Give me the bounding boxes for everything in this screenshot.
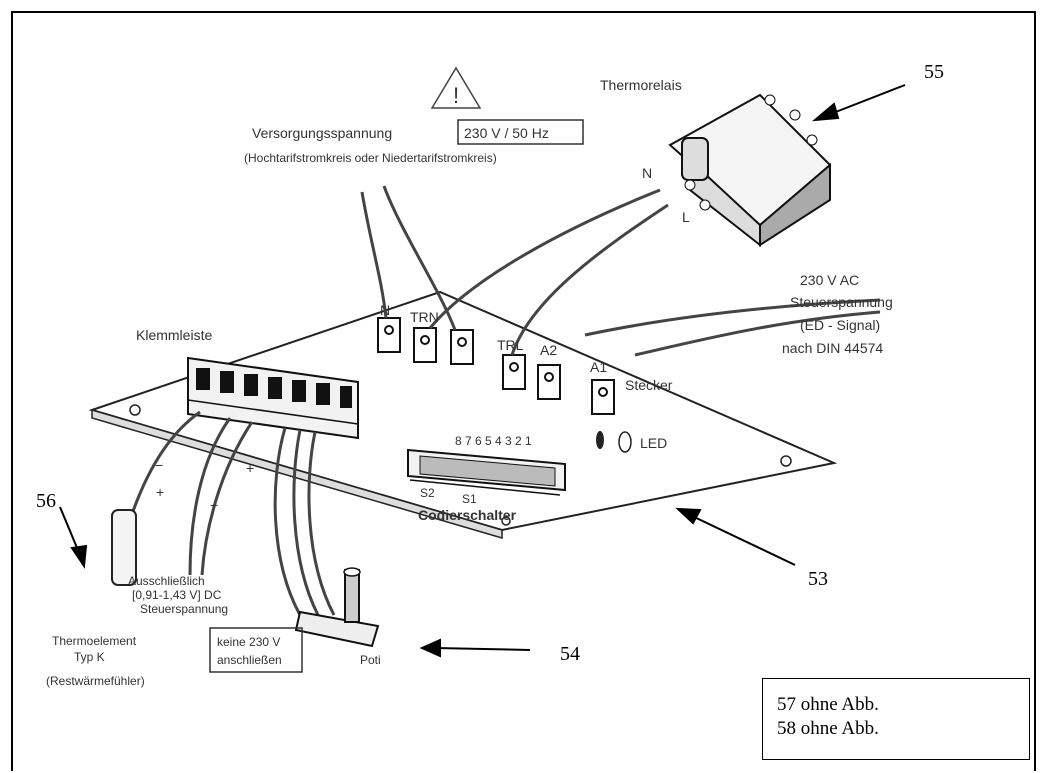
mount-hole [501,516,511,526]
keine-230v-label-1: keine 230 V [217,635,280,649]
codierschalter-label: Codierschalter [418,507,517,523]
ac-label-3: (ED - Signal) [800,317,880,333]
versorgung-value: 230 V / 50 Hz [464,125,549,141]
ausschliesslich-label-3: Steuerspannung [140,602,228,616]
polarity-plus-2: + [246,460,254,476]
warning-icon: ! [430,66,482,109]
thermorelais [668,93,832,248]
ac-label-2: Steuerspannung [790,294,893,310]
thermoelement-label-3: (Restwärmefühler) [46,674,145,688]
ac-label-1: 230 V AC [800,272,859,288]
terminal-a2-label: A2 [540,342,557,358]
mount-hole [780,455,792,467]
thermoelement-label-2: Typ K [74,650,105,664]
circuit-board-edge [91,408,503,540]
thermorelais-label: Thermorelais [600,77,682,93]
wires [128,185,881,616]
polarity-minus-1: − [155,457,163,473]
svg-text:!: ! [453,83,459,108]
terminal-trn-label: TRN [410,309,439,325]
terminal-a1-label: A1 [590,359,607,375]
dip-switch [407,448,566,496]
spade-terminals [377,317,615,415]
thermoelement-label-1: Thermoelement [52,634,137,648]
s2-label: S2 [420,486,435,500]
tarif-label: (Hochtarifstromkreis oder Niedertarifstr… [244,151,497,165]
terminal-n-label: N [380,302,390,318]
ac-label-4: nach DIN 44574 [782,340,883,356]
legend-line-58: 58 ohne Abb. [777,718,879,739]
s1-label: S1 [462,492,477,506]
thermocouple-sensor [111,509,137,586]
terminal-block [187,356,359,440]
klemmleiste-label: Klemmleiste [136,327,212,343]
callout-55: 55 [924,61,944,83]
keine-230v-label-2: anschließen [217,653,282,667]
voltage-box [457,119,584,145]
dip-numbers: 8 7 6 5 4 3 2 1 [455,434,532,448]
callout-56: 56 [36,490,56,512]
polarity-minus-2: − [210,497,218,513]
poti-label: Poti [360,653,381,667]
led-label: LED [640,435,667,451]
callout-54: 54 [560,643,580,665]
legend-box: 57 ohne Abb. 58 ohne Abb. [762,678,1030,760]
legend-line-57: 57 ohne Abb. [777,694,879,715]
callout-53: 53 [808,568,828,590]
l-relay-label: L [682,209,690,225]
versorgung-label: Versorgungsspannung [252,125,392,141]
terminal-trl-label: TRL [497,337,524,353]
mount-hole [129,404,141,416]
n-relay-label: N [642,165,652,181]
ausschliesslich-label-2: [0,91-1,43 V] DC [132,588,222,602]
led [596,431,632,453]
potentiometer [294,567,380,648]
stecker-label: Stecker [625,377,673,393]
polarity-plus-1: + [156,484,164,500]
warning-box [209,627,303,673]
ausschliesslich-label-1: Ausschließlich [128,574,205,588]
callout-arrows [59,84,906,658]
